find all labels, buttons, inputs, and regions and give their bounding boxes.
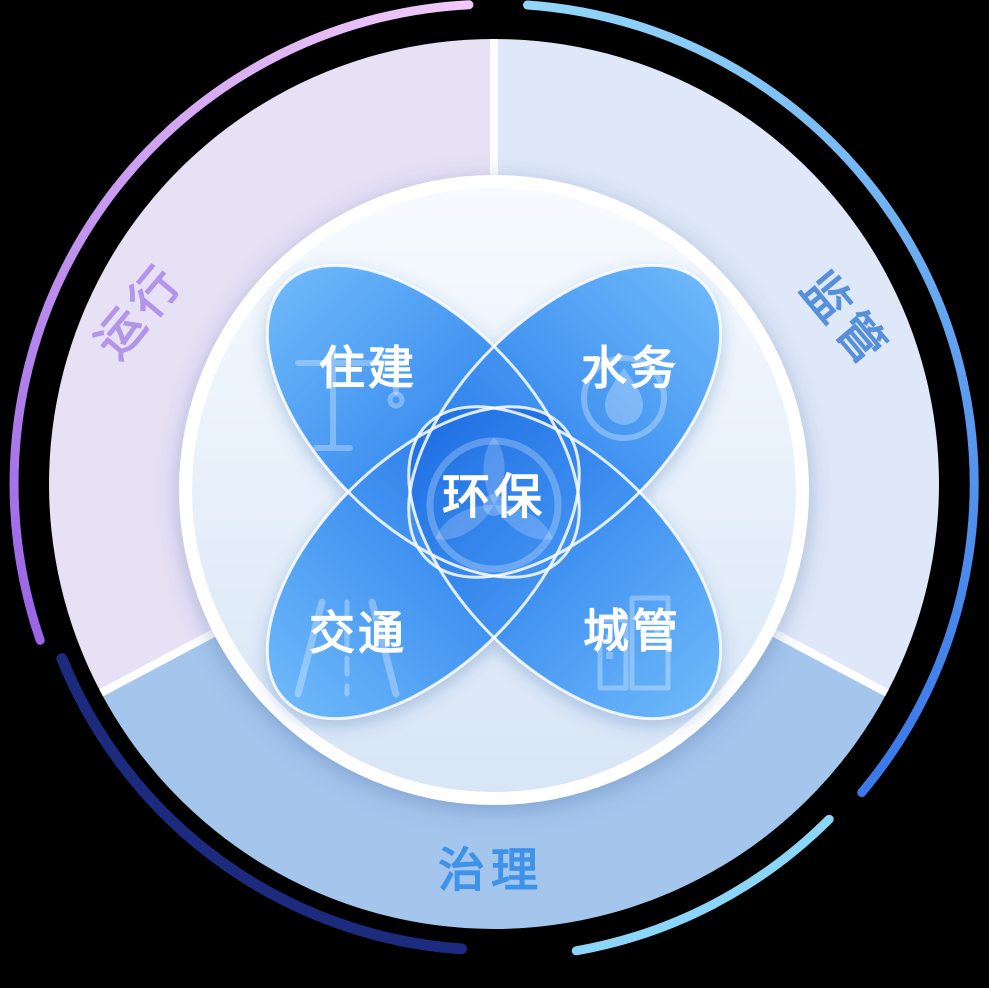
outer-arc-cyan (571, 814, 834, 956)
city-buildings-icon (597, 595, 671, 691)
outer-arc-blue (523, 0, 979, 798)
petal-label-water: 水务 (581, 341, 679, 395)
water-drop-icon (581, 355, 667, 441)
petal-group (267, 265, 721, 719)
eco-fan-icon (426, 437, 562, 573)
tower-crane-icon (295, 347, 407, 451)
petal-urban (408, 406, 721, 719)
outer-arc-navy (56, 653, 467, 955)
petal-label-transport: 交通 (309, 606, 407, 660)
road-icon (294, 598, 400, 698)
petal-label-urban: 城管 (583, 604, 681, 658)
petal-outlines (265, 263, 723, 721)
outer-arc-purple (9, 0, 474, 645)
sector-label-governance: 治理 (438, 844, 544, 899)
center-label: 环保 (442, 469, 546, 525)
petal-label-housing: 住建 (319, 341, 417, 395)
